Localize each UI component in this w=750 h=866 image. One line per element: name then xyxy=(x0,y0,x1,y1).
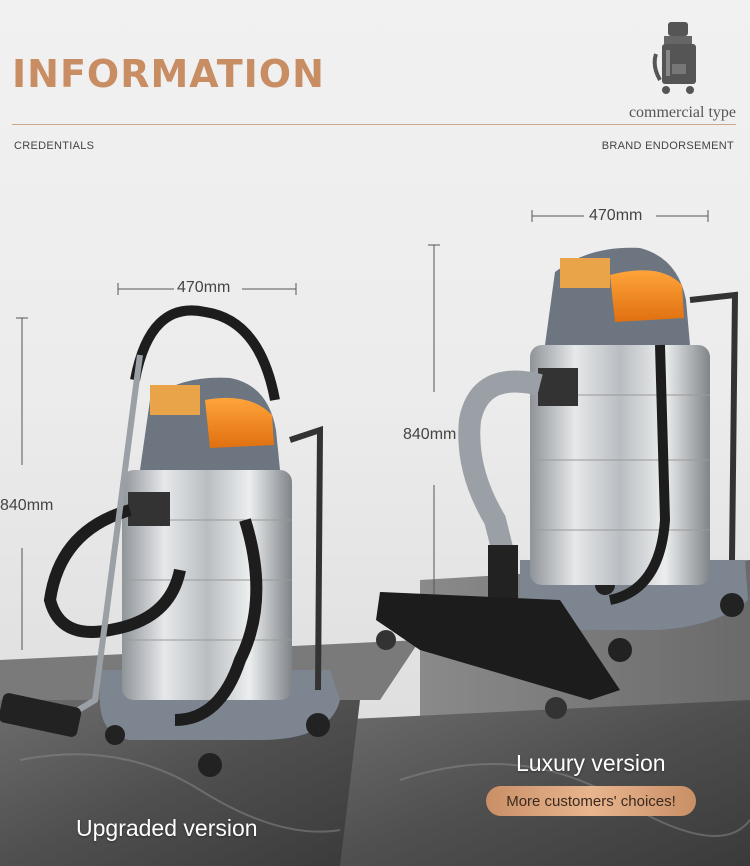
vacuum-brand-icon xyxy=(652,22,696,94)
page-title: INFORMATION xyxy=(12,52,325,96)
luxury-height-dim: 840mm xyxy=(403,426,457,443)
upgraded-version-label: Upgraded version xyxy=(76,815,258,841)
upgraded-height-dim: 840mm xyxy=(0,497,54,514)
upgraded-width-dim: 470mm xyxy=(177,279,231,296)
type-label: commercial type xyxy=(628,104,736,121)
header-divider xyxy=(12,124,736,125)
luxury-width-dim: 470mm xyxy=(589,207,643,224)
customers-choice-badge: More customers' choices! xyxy=(486,786,696,816)
luxury-version-label: Luxury version xyxy=(516,750,666,776)
credentials-label: CREDENTIALS xyxy=(14,140,95,152)
upper-platform-front xyxy=(330,700,750,866)
brand-endorsement-label: BRAND ENDORSEMENT xyxy=(601,140,734,152)
